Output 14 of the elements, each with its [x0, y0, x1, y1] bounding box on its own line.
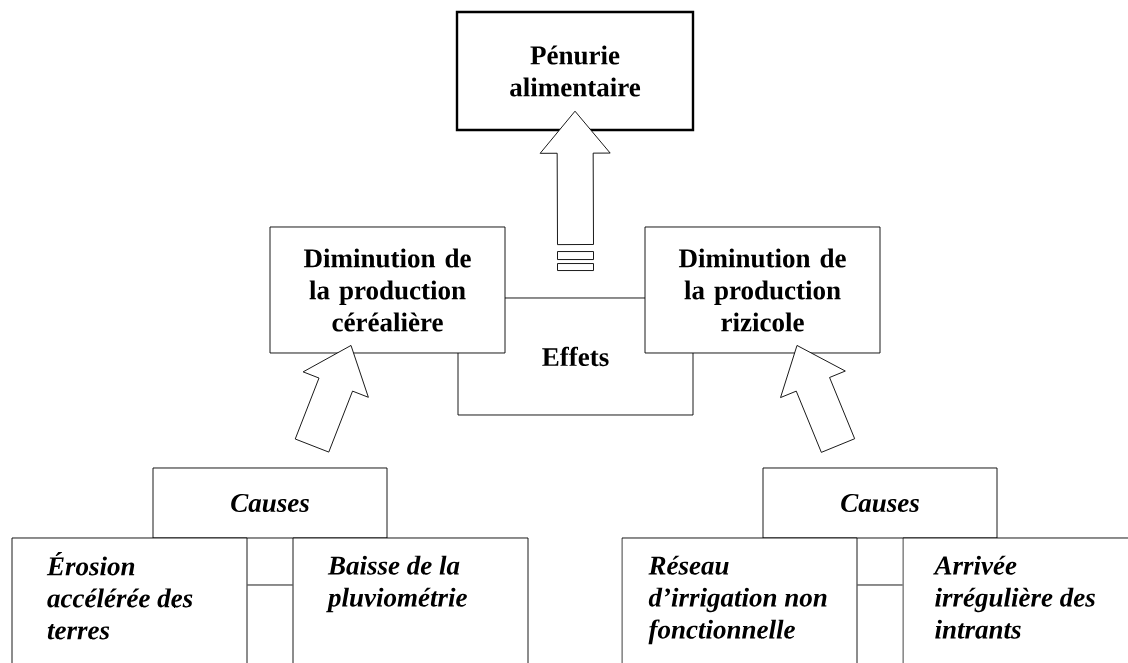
- cause-box: Baisse de la pluviométrie: [292, 537, 529, 663]
- block-arrow: [294, 345, 369, 453]
- connector-line: [247, 584, 293, 586]
- block-arrow: [539, 110, 611, 271]
- block-arrow: [780, 345, 856, 453]
- result-box: Pénurie alimentaire: [455, 10, 695, 132]
- cause-box: Érosion accélérée des terres: [11, 537, 248, 663]
- effect-box: Diminution de la production céréalière: [269, 226, 506, 354]
- cause-box: Réseau d’irrigation non fonctionnelle: [621, 537, 858, 663]
- connector-line: [857, 584, 903, 586]
- effect-box: Diminution de la production rizicole: [644, 226, 881, 354]
- causes-box: Causes: [152, 467, 388, 539]
- causes-box: Causes: [762, 467, 998, 539]
- cause-box: Arrivée irrégulière des intrants: [902, 537, 1128, 663]
